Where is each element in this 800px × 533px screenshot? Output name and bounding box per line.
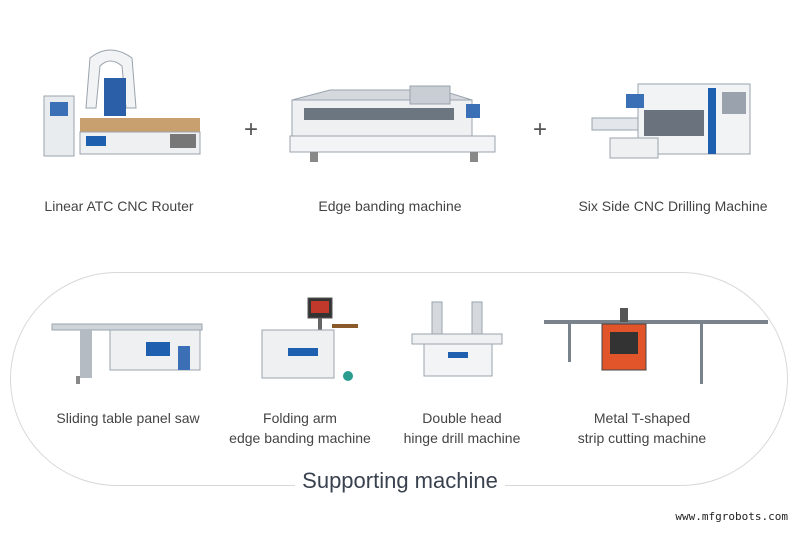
support-label-panel-saw: Sliding table panel saw [56, 410, 200, 426]
main-label-drilling: Six Side CNC Drilling Machine [578, 198, 768, 214]
plus-sign-2: + [533, 116, 548, 143]
support-label-strip-cutter-1: Metal T-shaped [593, 410, 691, 426]
hinge-drill-icon [411, 301, 503, 377]
main-label-cnc-router: Linear ATC CNC Router [44, 198, 194, 214]
panel-saw-icon [51, 323, 203, 384]
supporting-title: Supporting machine [295, 466, 505, 496]
support-label-folding-arm-2: edge banding machine [229, 430, 371, 446]
support-label-hinge-drill-2: hinge drill machine [403, 430, 521, 446]
support-label-hinge-drill-1: Double head [422, 410, 502, 426]
watermark: www.mfgrobots.com [675, 510, 788, 523]
cnc-router-icon [43, 49, 201, 157]
edge-bander-icon [289, 85, 496, 162]
drilling-machine-icon [591, 83, 751, 159]
support-label-strip-cutter-2: strip cutting machine [577, 430, 707, 446]
support-label-folding-arm-1: Folding arm [263, 410, 337, 426]
strip-cutter-icon [544, 308, 768, 384]
folding-arm-bander-icon [261, 297, 358, 381]
plus-sign-1: + [244, 116, 259, 143]
main-label-edge-banding: Edge banding machine [318, 198, 462, 214]
